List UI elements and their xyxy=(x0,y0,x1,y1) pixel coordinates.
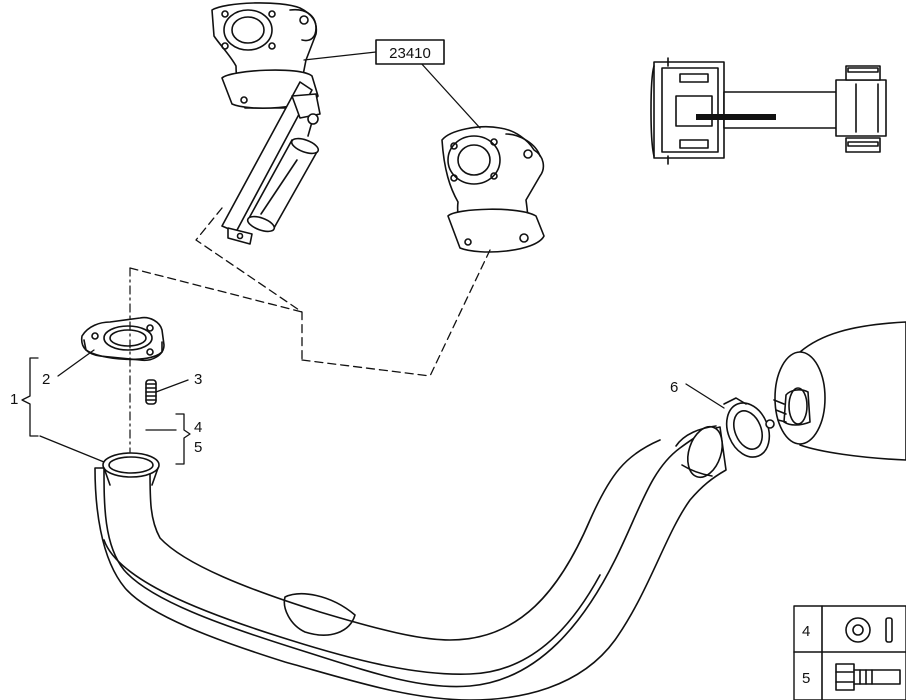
legend-label-5: 5 xyxy=(802,670,810,687)
legend-label-4: 4 xyxy=(802,623,810,640)
exhaust-manifold-right[interactable] xyxy=(441,125,545,253)
callout-5: 5 xyxy=(194,439,202,456)
bolt-icon xyxy=(835,663,901,691)
hardware-legend: 4 5 xyxy=(793,605,906,700)
callout-6: 6 xyxy=(670,379,678,396)
manifold-with-actuator[interactable] xyxy=(211,2,321,245)
exhaust-pipe[interactable] xyxy=(94,422,728,700)
exhaust-flange[interactable] xyxy=(80,316,165,362)
callout-4: 4 xyxy=(194,419,202,436)
reference-box[interactable]: 23410 xyxy=(375,39,445,65)
reference-number: 23410 xyxy=(389,45,431,62)
spring-part[interactable] xyxy=(145,379,157,405)
vehicle-locator-icon xyxy=(650,57,887,165)
callout-3: 3 xyxy=(194,371,202,388)
washer-icon xyxy=(845,617,893,643)
muffler[interactable] xyxy=(773,321,906,461)
callout-1: 1 xyxy=(10,391,18,408)
leader-lines xyxy=(21,51,725,465)
clamp-gasket[interactable] xyxy=(719,397,777,464)
phantom-lines xyxy=(129,207,491,377)
callout-2: 2 xyxy=(42,371,50,388)
